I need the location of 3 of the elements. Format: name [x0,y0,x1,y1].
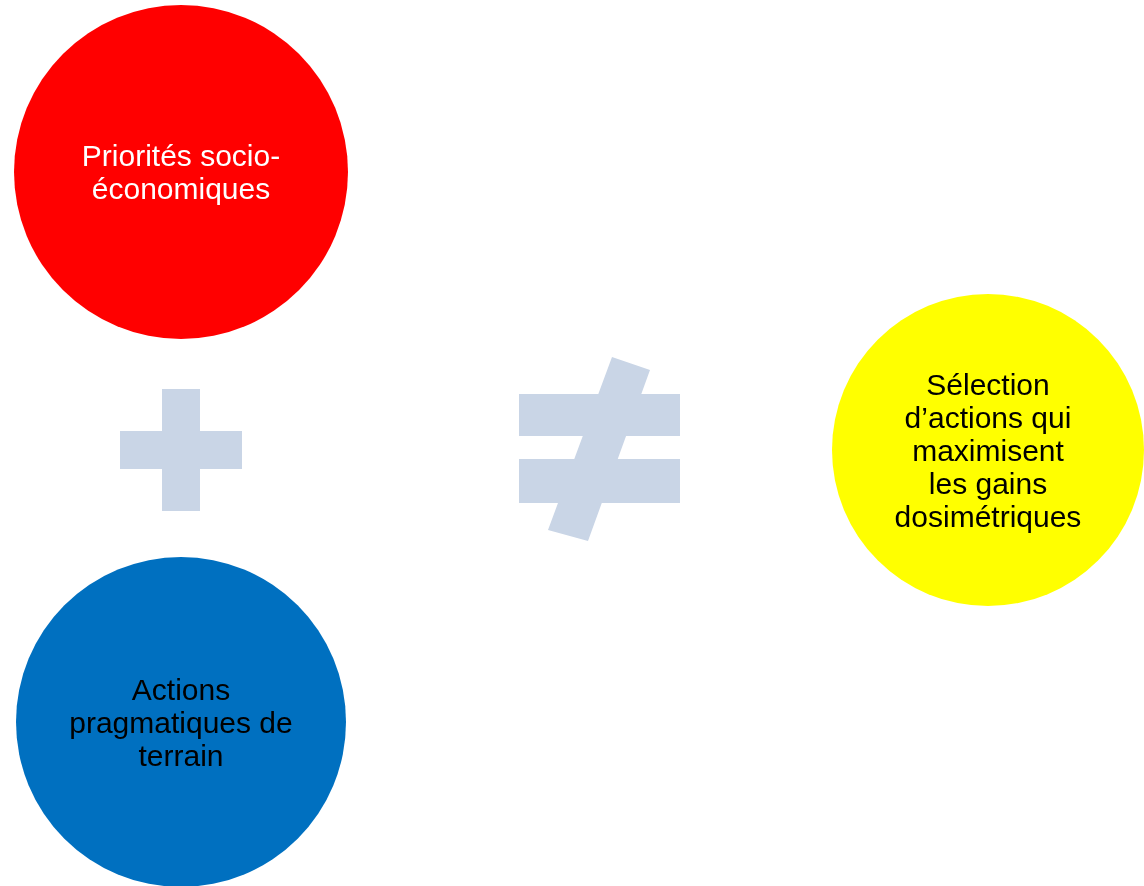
circle-label: Sélection d’actions qui maximisent les gains dosimétriques [893,367,1083,533]
circle-label: Priorités socio-économiques [81,139,281,205]
circle-label: Actions pragmatiques de terrain [68,672,294,772]
